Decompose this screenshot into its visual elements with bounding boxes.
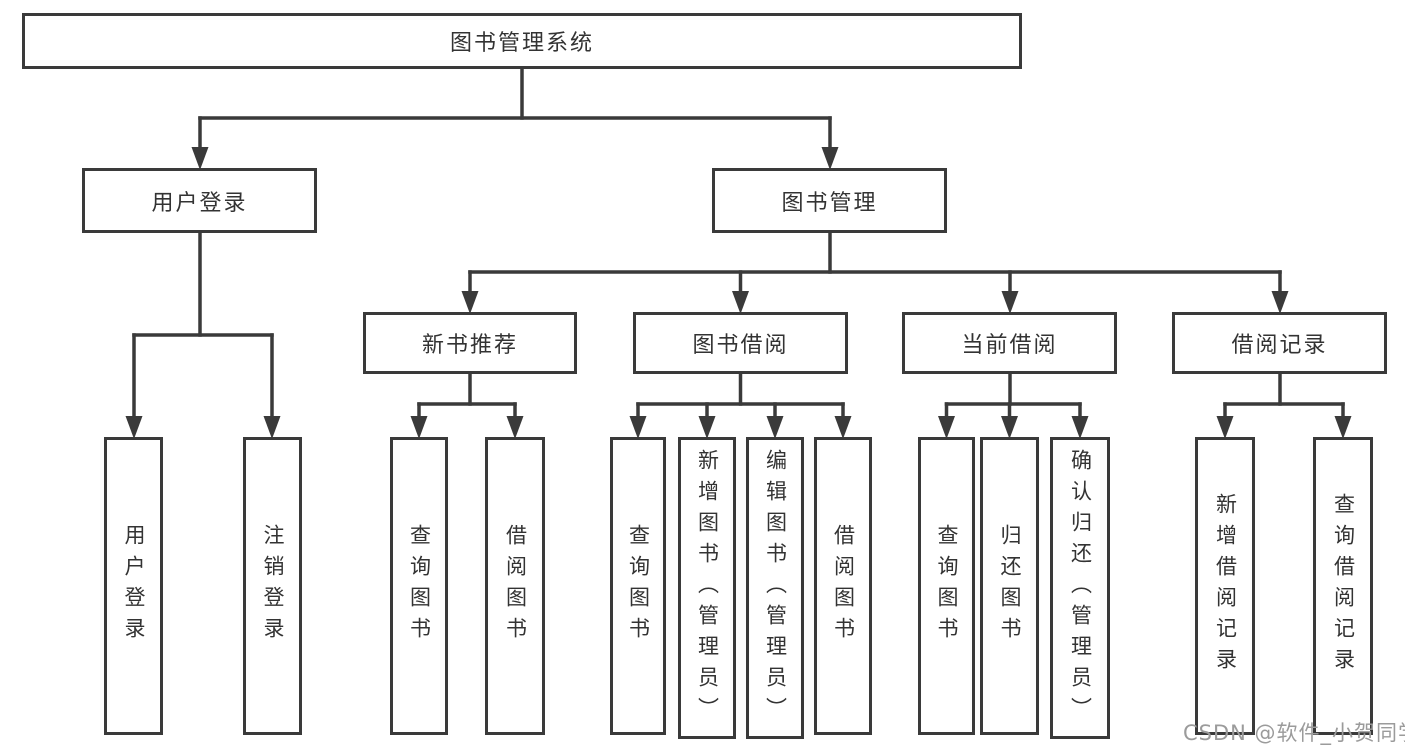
node-borrow-records: 借阅记录: [1172, 312, 1387, 374]
leaf-cb-query-books: 查询图书: [918, 437, 975, 735]
arrowhead-down-icon: [938, 416, 955, 439]
arrowhead-down-icon: [410, 416, 428, 439]
leaf-nb-query-books: 查询图书: [390, 437, 448, 735]
arrowhead-down-icon: [506, 416, 524, 439]
arrowhead-down-icon: [125, 416, 143, 439]
leaf-br-add-record: 新增借阅记录: [1195, 437, 1255, 735]
leaf-bb-borrow-books: 借阅图书: [814, 437, 872, 735]
node-root: 图书管理系统: [22, 13, 1022, 69]
arrowhead-down-icon: [629, 416, 647, 439]
node-book-borrow: 图书借阅: [633, 312, 848, 374]
arrowhead-down-icon: [1271, 291, 1289, 314]
arrowhead-down-icon: [698, 416, 716, 439]
node-user-login: 用户登录: [82, 168, 317, 233]
leaf-user-login: 用户登录: [104, 437, 163, 735]
arrowhead-down-icon: [191, 147, 209, 170]
leaf-cb-confirm-return: 确认归还（管理员）: [1050, 437, 1110, 739]
arrowhead-down-icon: [821, 147, 839, 170]
arrowhead-down-icon: [732, 291, 749, 314]
leaf-cb-return-books: 归还图书: [980, 437, 1039, 735]
arrowhead-down-icon: [263, 416, 281, 439]
leaf-bb-add-books: 新增图书（管理员）: [678, 437, 736, 739]
node-current-borrow: 当前借阅: [902, 312, 1117, 374]
leaf-br-query-record: 查询借阅记录: [1313, 437, 1373, 735]
arrowhead-down-icon: [461, 291, 479, 314]
arrowhead-down-icon: [834, 416, 852, 439]
arrowhead-down-icon: [766, 416, 784, 439]
arrowhead-down-icon: [1001, 416, 1018, 439]
leaf-logout: 注销登录: [243, 437, 302, 735]
leaf-bb-query-books: 查询图书: [610, 437, 666, 735]
node-new-book-recommend: 新书推荐: [363, 312, 577, 374]
arrowhead-down-icon: [1334, 416, 1352, 439]
leaf-bb-edit-books: 编辑图书（管理员）: [746, 437, 804, 739]
arrowhead-down-icon: [1001, 291, 1019, 314]
leaf-nb-borrow-books: 借阅图书: [485, 437, 545, 735]
watermark: CSDN @软件_小贺同学: [1183, 721, 1405, 745]
node-book-management: 图书管理: [712, 168, 947, 233]
arrowhead-down-icon: [1071, 416, 1089, 439]
arrowhead-down-icon: [1216, 416, 1234, 439]
